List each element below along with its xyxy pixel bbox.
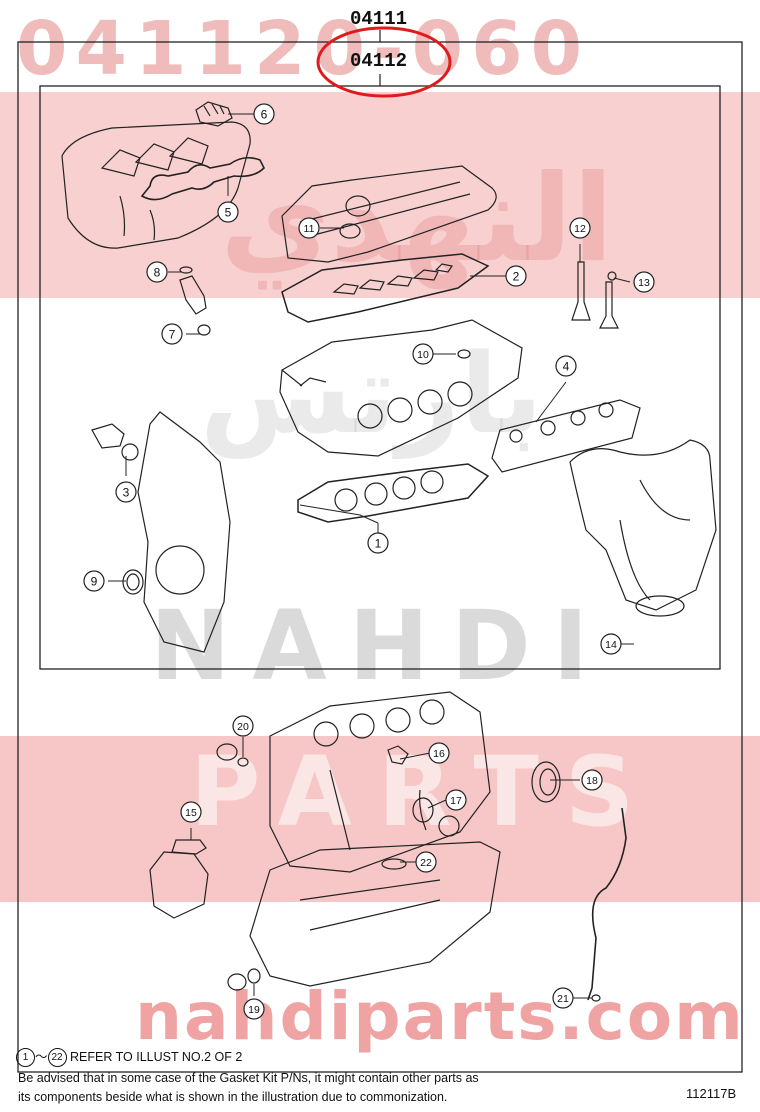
callout-bubble-20: 20 <box>232 715 254 737</box>
legend-range-start: 1 <box>16 1048 35 1068</box>
watermark-band-top <box>0 92 760 298</box>
callout-bubble-5: 5 <box>217 201 239 223</box>
highlight-circle <box>316 26 452 98</box>
callout-label-12: 12 <box>574 223 586 235</box>
callout-label-2: 2 <box>513 270 520 284</box>
illustration-code: 112117B <box>686 1086 737 1101</box>
valve-cover-drawing <box>281 165 497 263</box>
callout-label-9: 9 <box>91 575 98 589</box>
callout-bubble-13: 13 <box>633 271 655 293</box>
cylinder-head-drawing <box>279 319 523 457</box>
part-2-drawing <box>281 253 490 323</box>
outer-frame <box>17 41 743 1073</box>
callout-bubble-4: 4 <box>555 355 577 377</box>
callout-bubble-21: 21 <box>552 987 574 1009</box>
legend-text: REFER TO ILLUST NO.2 OF 2 <box>70 1050 243 1064</box>
callout-label-19: 19 <box>248 1004 260 1016</box>
callout-label-16: 16 <box>433 748 445 760</box>
callout-label-18: 18 <box>586 775 598 787</box>
callout-label-21: 21 <box>557 993 569 1005</box>
callout-bubble-22: 22 <box>415 851 437 873</box>
engine-block-drawing <box>269 691 491 873</box>
part-1-drawing <box>297 463 490 523</box>
callout-bubble-7: 7 <box>161 323 183 345</box>
callout-label-10: 10 <box>417 349 429 361</box>
timing-cover-drawing <box>91 411 231 653</box>
callout-label-14: 14 <box>605 639 617 651</box>
callout-bubble-16: 16 <box>428 742 450 764</box>
callout-bubble-9: 9 <box>83 570 105 592</box>
callout-bubble-14: 14 <box>600 633 622 655</box>
part-19-20-drawing <box>216 743 261 991</box>
disclaimer-line-1: Be advised that in some case of the Gask… <box>18 1071 479 1085</box>
callout-bubble-3: 3 <box>115 481 137 503</box>
callout-bubble-10: 10 <box>412 343 434 365</box>
disclaimer-line-2: its components beside what is shown in t… <box>18 1090 448 1104</box>
part-12-13-drawing <box>571 261 619 329</box>
callout-bubble-8: 8 <box>146 261 168 283</box>
callout-bubble-11: 11 <box>298 217 320 239</box>
callout-label-5: 5 <box>225 206 232 220</box>
callout-label-22: 22 <box>420 857 432 869</box>
callout-label-7: 7 <box>169 328 176 342</box>
callout-bubble-6: 6 <box>253 103 275 125</box>
legend-range-separator: ～ <box>35 1050 48 1064</box>
part-7-8-drawing <box>179 266 211 336</box>
callout-label-4: 4 <box>563 360 570 374</box>
kit-part-number-04112: 04112 <box>350 50 408 72</box>
part-6-drawing <box>195 101 233 127</box>
callout-bubble-1: 1 <box>367 532 389 554</box>
callout-leaders <box>108 113 634 999</box>
callout-label-8: 8 <box>154 266 161 280</box>
callout-label-6: 6 <box>261 108 268 122</box>
kit-part-number-04111: 04111 <box>350 8 408 30</box>
part-9-drawing <box>122 569 144 595</box>
callout-label-1: 1 <box>375 537 382 551</box>
oil-pan-drawing <box>249 841 501 987</box>
part-5-drawing <box>61 121 265 249</box>
callout-label-13: 13 <box>638 277 650 289</box>
callout-label-11: 11 <box>304 223 315 235</box>
exhaust-manifold-drawing <box>569 439 717 617</box>
callout-label-3: 3 <box>123 486 130 500</box>
part-18-drawing <box>531 761 561 803</box>
callout-bubble-18: 18 <box>581 769 603 791</box>
legend-range-end: 22 <box>47 1048 67 1068</box>
callout-label-17: 17 <box>450 795 462 807</box>
part-15-drawing <box>149 839 209 919</box>
part-4-drawing <box>491 399 641 473</box>
callout-label-20: 20 <box>237 721 249 733</box>
callout-bubble-15: 15 <box>180 801 202 823</box>
watermark-band-bottom <box>0 736 760 902</box>
legend-reference: 1～22 REFER TO ILLUST NO.2 OF 2 <box>16 1046 243 1068</box>
callout-bubble-19: 19 <box>243 998 265 1020</box>
callout-bubble-12: 12 <box>569 217 591 239</box>
callout-bubble-17: 17 <box>445 789 467 811</box>
callout-bubble-2: 2 <box>505 265 527 287</box>
callout-label-15: 15 <box>185 807 197 819</box>
part-21-drawing <box>587 807 627 1002</box>
